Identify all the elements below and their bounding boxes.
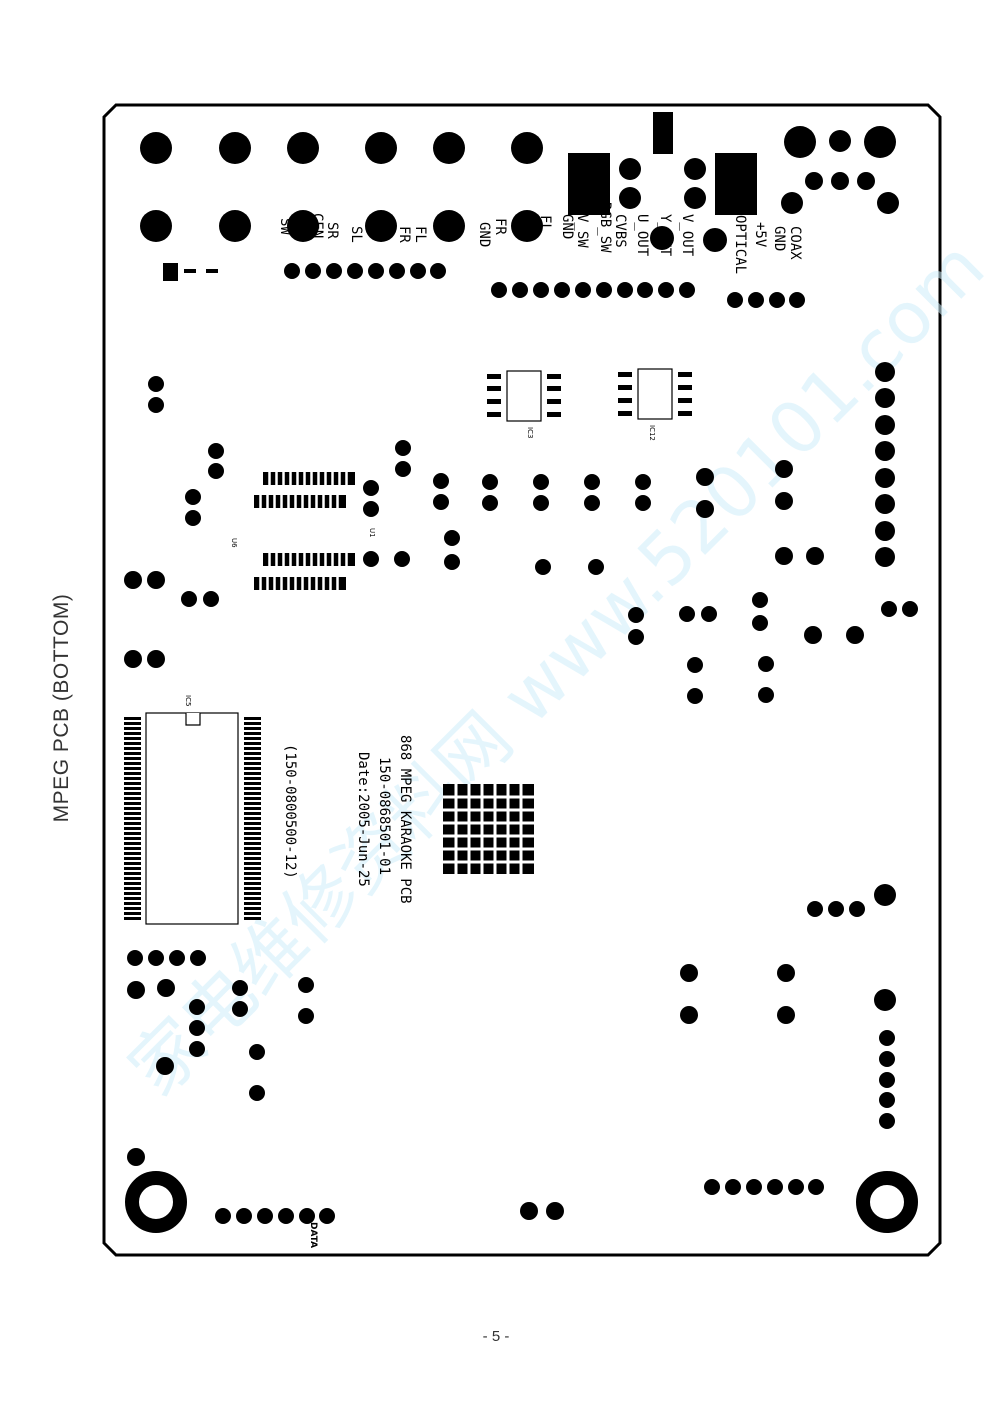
- jack-pads: [140, 126, 899, 252]
- ic12-footprint: IC12: [618, 368, 692, 441]
- svg-text:RGB_SW: RGB_SW: [597, 202, 613, 253]
- svg-text:GND: GND: [476, 222, 492, 247]
- connector-labels-group3: OPTICAL +5V GND COAX: [732, 215, 803, 274]
- connector-labels-group2: GND FR FL GND V_SW RGB_SW CVBS U_OUT Y_O…: [476, 202, 695, 257]
- svg-text:SL: SL: [348, 226, 364, 243]
- svg-text:+5V: +5V: [752, 222, 768, 248]
- svg-text:FL: FL: [412, 226, 428, 243]
- svg-text:FR: FR: [492, 218, 508, 235]
- ic3-label: IC3: [526, 427, 534, 438]
- svg-text:CEN: CEN: [309, 213, 325, 238]
- svg-text:(150-0800500-12): (150-0800500-12): [282, 744, 298, 879]
- svg-text:CVBS: CVBS: [612, 214, 628, 248]
- u6-label: U6: [230, 538, 238, 548]
- watermark: 家电维修资料网 www.520101.com: [113, 224, 992, 1112]
- data-connector-label: DATA: [308, 1222, 318, 1248]
- svg-text:FL: FL: [537, 215, 553, 232]
- svg-text:FR: FR: [396, 226, 412, 243]
- ic5-footprint: IC5: [124, 695, 261, 925]
- ic5-label: IC5: [184, 695, 192, 706]
- svg-text:Date:2005-Jun-25: Date:2005-Jun-25: [355, 752, 371, 887]
- svg-text:U_OUT: U_OUT: [634, 214, 650, 257]
- svg-text:GND: GND: [771, 226, 787, 251]
- smd-pin-rows: [254, 472, 355, 590]
- svg-text:OPTICAL: OPTICAL: [732, 215, 748, 274]
- bga-grid: [443, 784, 534, 874]
- board-outline: [102, 103, 942, 1257]
- svg-text:V_SW: V_SW: [574, 214, 590, 248]
- smd-pin-gaps: [259, 472, 348, 590]
- rect-pads: [163, 112, 757, 281]
- svg-text:V_OUT: V_OUT: [679, 214, 695, 257]
- board-text: 868 MPEG KARAOKE PCB 150-0868501-01 Date…: [282, 735, 413, 904]
- header-pins: [284, 263, 805, 308]
- svg-text:Y_OUT: Y_OUT: [657, 214, 673, 257]
- mounting-holes: [125, 1171, 918, 1233]
- ic12-label: IC12: [648, 425, 656, 441]
- u1-label: U1: [368, 528, 376, 538]
- connector-labels-group1: SW CEN SR SL FR FL: [277, 213, 428, 243]
- misc-pads: [124, 362, 918, 1224]
- page-number: - 5 -: [482, 1328, 510, 1345]
- svg-text:868 MPEG KARAOKE PCB: 868 MPEG KARAOKE PCB: [397, 735, 413, 904]
- svg-text:GND: GND: [559, 214, 575, 239]
- ic3-footprint: IC3: [487, 370, 561, 438]
- svg-text:COAX: COAX: [787, 226, 803, 260]
- svg-text:SR: SR: [324, 222, 340, 239]
- svg-text:SW: SW: [277, 218, 293, 235]
- svg-text:150-0868501-01: 150-0868501-01: [376, 757, 392, 875]
